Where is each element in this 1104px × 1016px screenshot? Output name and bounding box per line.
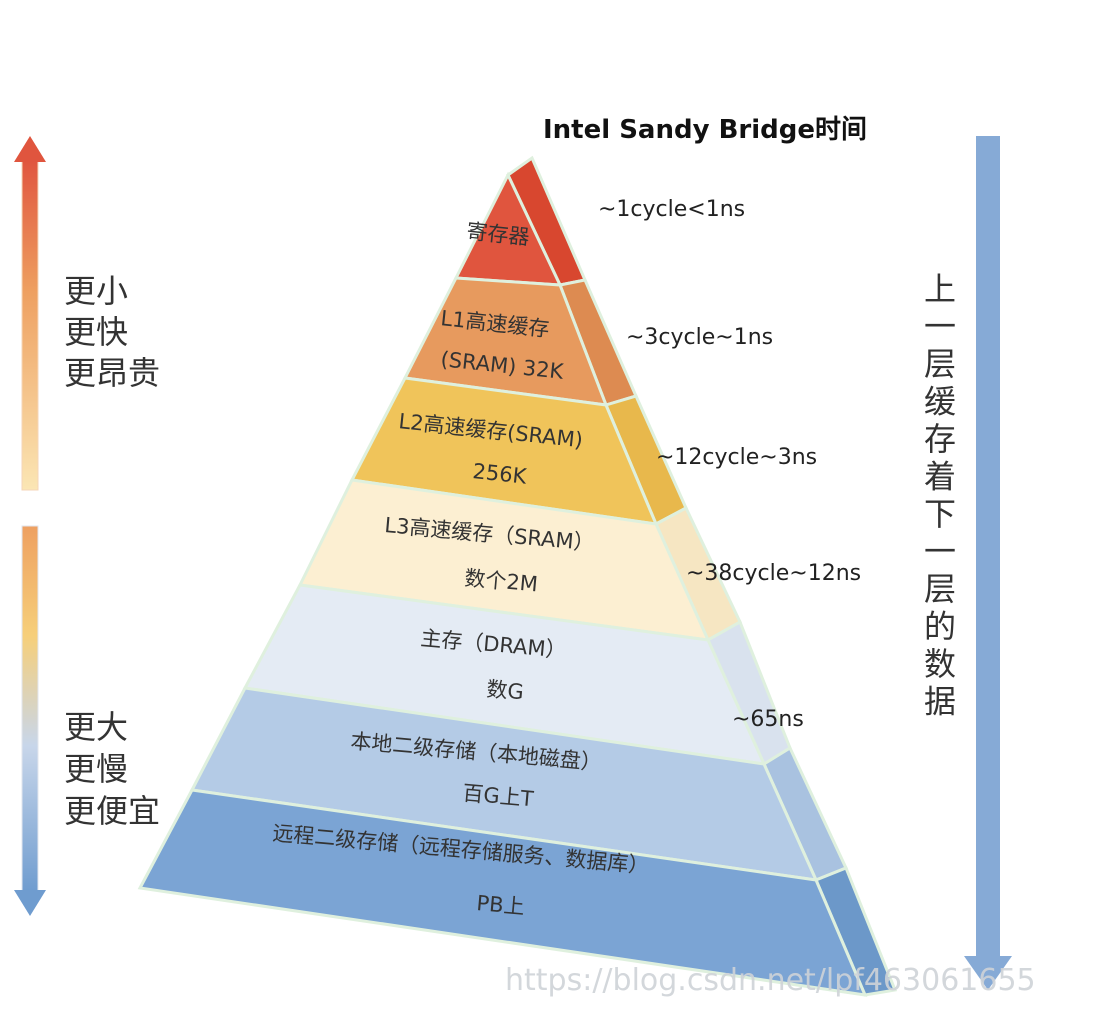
level-3-latency: ~12cycle~3ns xyxy=(656,445,817,470)
right-vertical-char: 着 xyxy=(924,458,956,496)
right-vertical-char: 一 xyxy=(924,308,956,346)
right-vertical-char: 层 xyxy=(924,570,956,608)
pyramid xyxy=(137,155,898,997)
left-bottom-label-1: 更大 xyxy=(64,708,128,746)
left-bottom-label-2: 更慢 xyxy=(64,750,128,788)
level-5-label-line2: 数G xyxy=(486,677,525,704)
right-vertical-char: 存 xyxy=(924,420,956,458)
right-vertical-char: 上 xyxy=(924,270,956,308)
right-vertical-char: 数 xyxy=(924,645,956,683)
down-arrow-icon xyxy=(14,525,46,916)
right-vertical-char: 的 xyxy=(924,608,956,646)
right-vertical-char: 层 xyxy=(924,345,956,383)
left-top-label-3: 更昂贵 xyxy=(64,354,160,392)
level-4-latency: ~38cycle~12ns xyxy=(686,561,861,586)
right-down-arrow-icon xyxy=(964,136,1012,990)
right-vertical-char: 下 xyxy=(924,495,956,533)
right-vertical-char: 一 xyxy=(924,533,956,571)
level-7-label-line2: PB上 xyxy=(476,891,526,919)
diagram-title: Intel Sandy Bridge时间 xyxy=(543,115,867,145)
right-vertical-char: 缓 xyxy=(924,383,956,421)
left-bottom-label-3: 更便宜 xyxy=(64,792,160,830)
watermark: https://blog.csdn.net/lpf463061655 xyxy=(505,963,1036,998)
level-1-latency: ~1cycle<1ns xyxy=(598,197,745,222)
up-arrow-icon xyxy=(14,136,46,491)
level-5-latency: ~65ns xyxy=(732,707,804,732)
level-7-front-face xyxy=(137,788,868,997)
right-vertical-char: 据 xyxy=(924,683,956,721)
left-top-label-1: 更小 xyxy=(64,272,128,310)
left-top-label-2: 更快 xyxy=(64,313,128,351)
level-2-latency: ~3cycle~1ns xyxy=(626,325,773,350)
level-3-label-line2: 256K xyxy=(471,459,528,489)
